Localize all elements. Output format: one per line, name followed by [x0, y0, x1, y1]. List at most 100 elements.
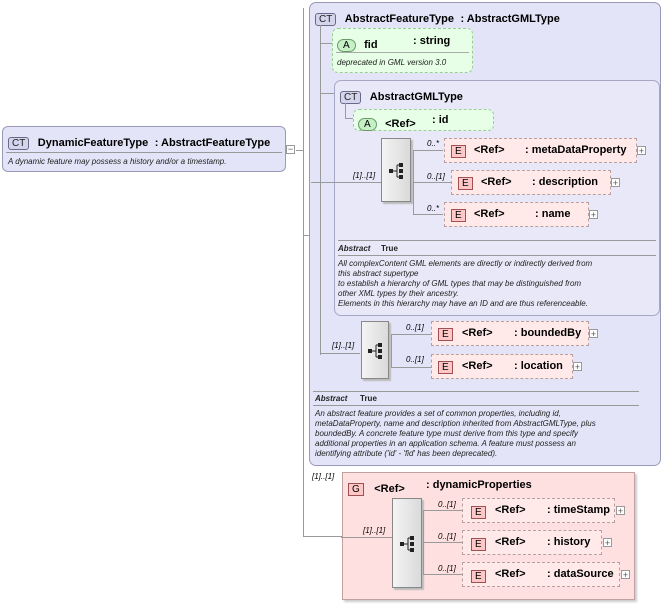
sequence-cardinality: [1]..[1] [353, 171, 376, 180]
type-name: AbstractGMLType [369, 91, 463, 103]
element-icon: E [451, 209, 466, 222]
element-ref: <Ref> [474, 208, 505, 220]
expand-icon[interactable]: + [603, 538, 612, 548]
connector-line [345, 103, 346, 118]
doc-line: this abstract supertype [338, 269, 419, 278]
connector-line [303, 8, 304, 536]
expand-icon[interactable]: + [611, 178, 620, 188]
complex-type-icon: CT [340, 91, 362, 104]
sequence-cardinality: [1]..[1] [332, 341, 355, 350]
collapse-icon[interactable]: − [286, 144, 295, 154]
doc-line: Elements in this hierarchy may have an I… [338, 299, 588, 308]
sequence-cardinality: [1]..[1] [363, 526, 386, 535]
abstract-gml-type-box[interactable]: CT AbstractGMLType A <Ref> : id [1]..[1] [311, 80, 660, 316]
fid-attribute[interactable]: A fid : string deprecated in GML version… [332, 28, 473, 73]
element-cardinality: 0..[1] [438, 532, 456, 541]
element-ref: <Ref> [474, 144, 505, 156]
element-icon: E [471, 538, 486, 551]
element-name: : location [514, 360, 563, 372]
expand-icon[interactable]: + [589, 210, 598, 220]
complex-type-icon: CT [315, 13, 337, 26]
separator [6, 152, 282, 153]
connector-line [311, 182, 381, 183]
element-datasource[interactable]: E <Ref> : dataSource [462, 562, 620, 587]
dynamic-feature-type-box[interactable]: CT DynamicFeatureType : AbstractFeatureT… [2, 126, 286, 172]
doc-line: additional properties in an application … [315, 439, 576, 448]
abstract-value: True [360, 394, 377, 403]
complex-type-header: CT DynamicFeatureType : AbstractFeatureT… [8, 133, 270, 151]
connector-line [303, 536, 343, 537]
element-cardinality: 0..[1] [438, 500, 456, 509]
element-icon: E [438, 328, 453, 341]
sequence-compositor[interactable] [381, 138, 411, 202]
element-location[interactable]: E <Ref> : location [431, 354, 573, 379]
connector-line [320, 93, 334, 94]
separator [336, 52, 469, 53]
attribute-type: : string [413, 35, 451, 47]
separator [338, 255, 656, 256]
sequence-icon [400, 536, 414, 552]
connector-line [320, 25, 321, 355]
type-base: : AbstractGMLType [460, 13, 560, 25]
element-cardinality: 0..[1] [406, 323, 424, 332]
complex-type-header: CT AbstractFeatureType : AbstractGMLType [315, 9, 560, 27]
separator [313, 405, 639, 406]
element-ref: <Ref> [495, 504, 526, 516]
type-base: : AbstractFeatureType [154, 137, 271, 149]
element-name: : boundedBy [514, 327, 582, 339]
sequence-icon [389, 163, 403, 179]
element-name-ref[interactable]: E <Ref> : name [444, 202, 589, 227]
connector-line [296, 150, 303, 151]
element-metadataproperty[interactable]: E <Ref> : metaDataProperty [444, 138, 637, 163]
id-attribute[interactable]: A <Ref> : id [353, 109, 494, 131]
expand-icon[interactable]: + [616, 506, 625, 516]
connector-line [345, 118, 353, 119]
element-ref: <Ref> [462, 360, 493, 372]
element-icon: E [471, 506, 486, 519]
doc-line: All complexContent GML elements are dire… [338, 259, 593, 268]
expand-icon[interactable]: + [621, 570, 630, 580]
element-timestamp[interactable]: E <Ref> : timeStamp [462, 498, 615, 523]
attribute-header: A fid [337, 35, 378, 53]
group-name: : dynamicProperties [426, 479, 532, 491]
doc-line: other XML types by their ancestry. [338, 289, 459, 298]
connector-line [423, 542, 463, 543]
sequence-compositor[interactable] [361, 321, 389, 379]
expand-icon[interactable]: + [573, 362, 582, 372]
connector-line [303, 235, 310, 236]
group-ref: <Ref> [374, 483, 405, 495]
connector-line [391, 367, 431, 368]
element-icon: E [458, 177, 473, 190]
doc-line: identifying attribute ('id' - 'fid' has … [315, 449, 498, 458]
type-name: AbstractFeatureType [344, 13, 455, 25]
type-documentation: A dynamic feature may possess a history … [8, 157, 227, 166]
element-description[interactable]: E <Ref> : description [451, 170, 611, 195]
complex-type-header: CT AbstractGMLType [340, 87, 463, 105]
connector-line [320, 353, 360, 354]
element-boundedby[interactable]: E <Ref> : boundedBy [431, 321, 589, 346]
sequence-icon [368, 343, 382, 359]
element-icon: E [438, 361, 453, 374]
connector-line [391, 334, 431, 335]
element-ref: <Ref> [462, 327, 493, 339]
abstract-value: True [381, 244, 398, 253]
element-cardinality: 0..* [427, 139, 440, 148]
attribute-documentation: deprecated in GML version 3.0 [337, 58, 447, 67]
expand-icon[interactable]: + [637, 146, 646, 156]
element-name: : dataSource [547, 568, 614, 580]
connector-line [423, 574, 463, 575]
element-name: : name [535, 208, 571, 220]
attribute-name: fid [364, 39, 378, 51]
attribute-icon: A [358, 118, 377, 131]
sequence-compositor[interactable] [392, 498, 422, 588]
connector-line [413, 150, 443, 151]
abstract-feature-type-box[interactable]: CT AbstractFeatureType : AbstractGMLType… [309, 2, 661, 466]
dynamic-properties-group[interactable]: G <Ref> : dynamicProperties [1]..[1] 0..… [341, 472, 635, 600]
doc-line: boundedBy. A concrete feature type must … [315, 429, 578, 438]
element-history[interactable]: E <Ref> : history [462, 530, 602, 555]
expand-icon[interactable]: + [589, 329, 598, 339]
element-cardinality: 0..[1] [427, 172, 445, 181]
element-cardinality: 0..[1] [406, 355, 424, 364]
element-ref: <Ref> [495, 536, 526, 548]
separator [338, 240, 656, 241]
